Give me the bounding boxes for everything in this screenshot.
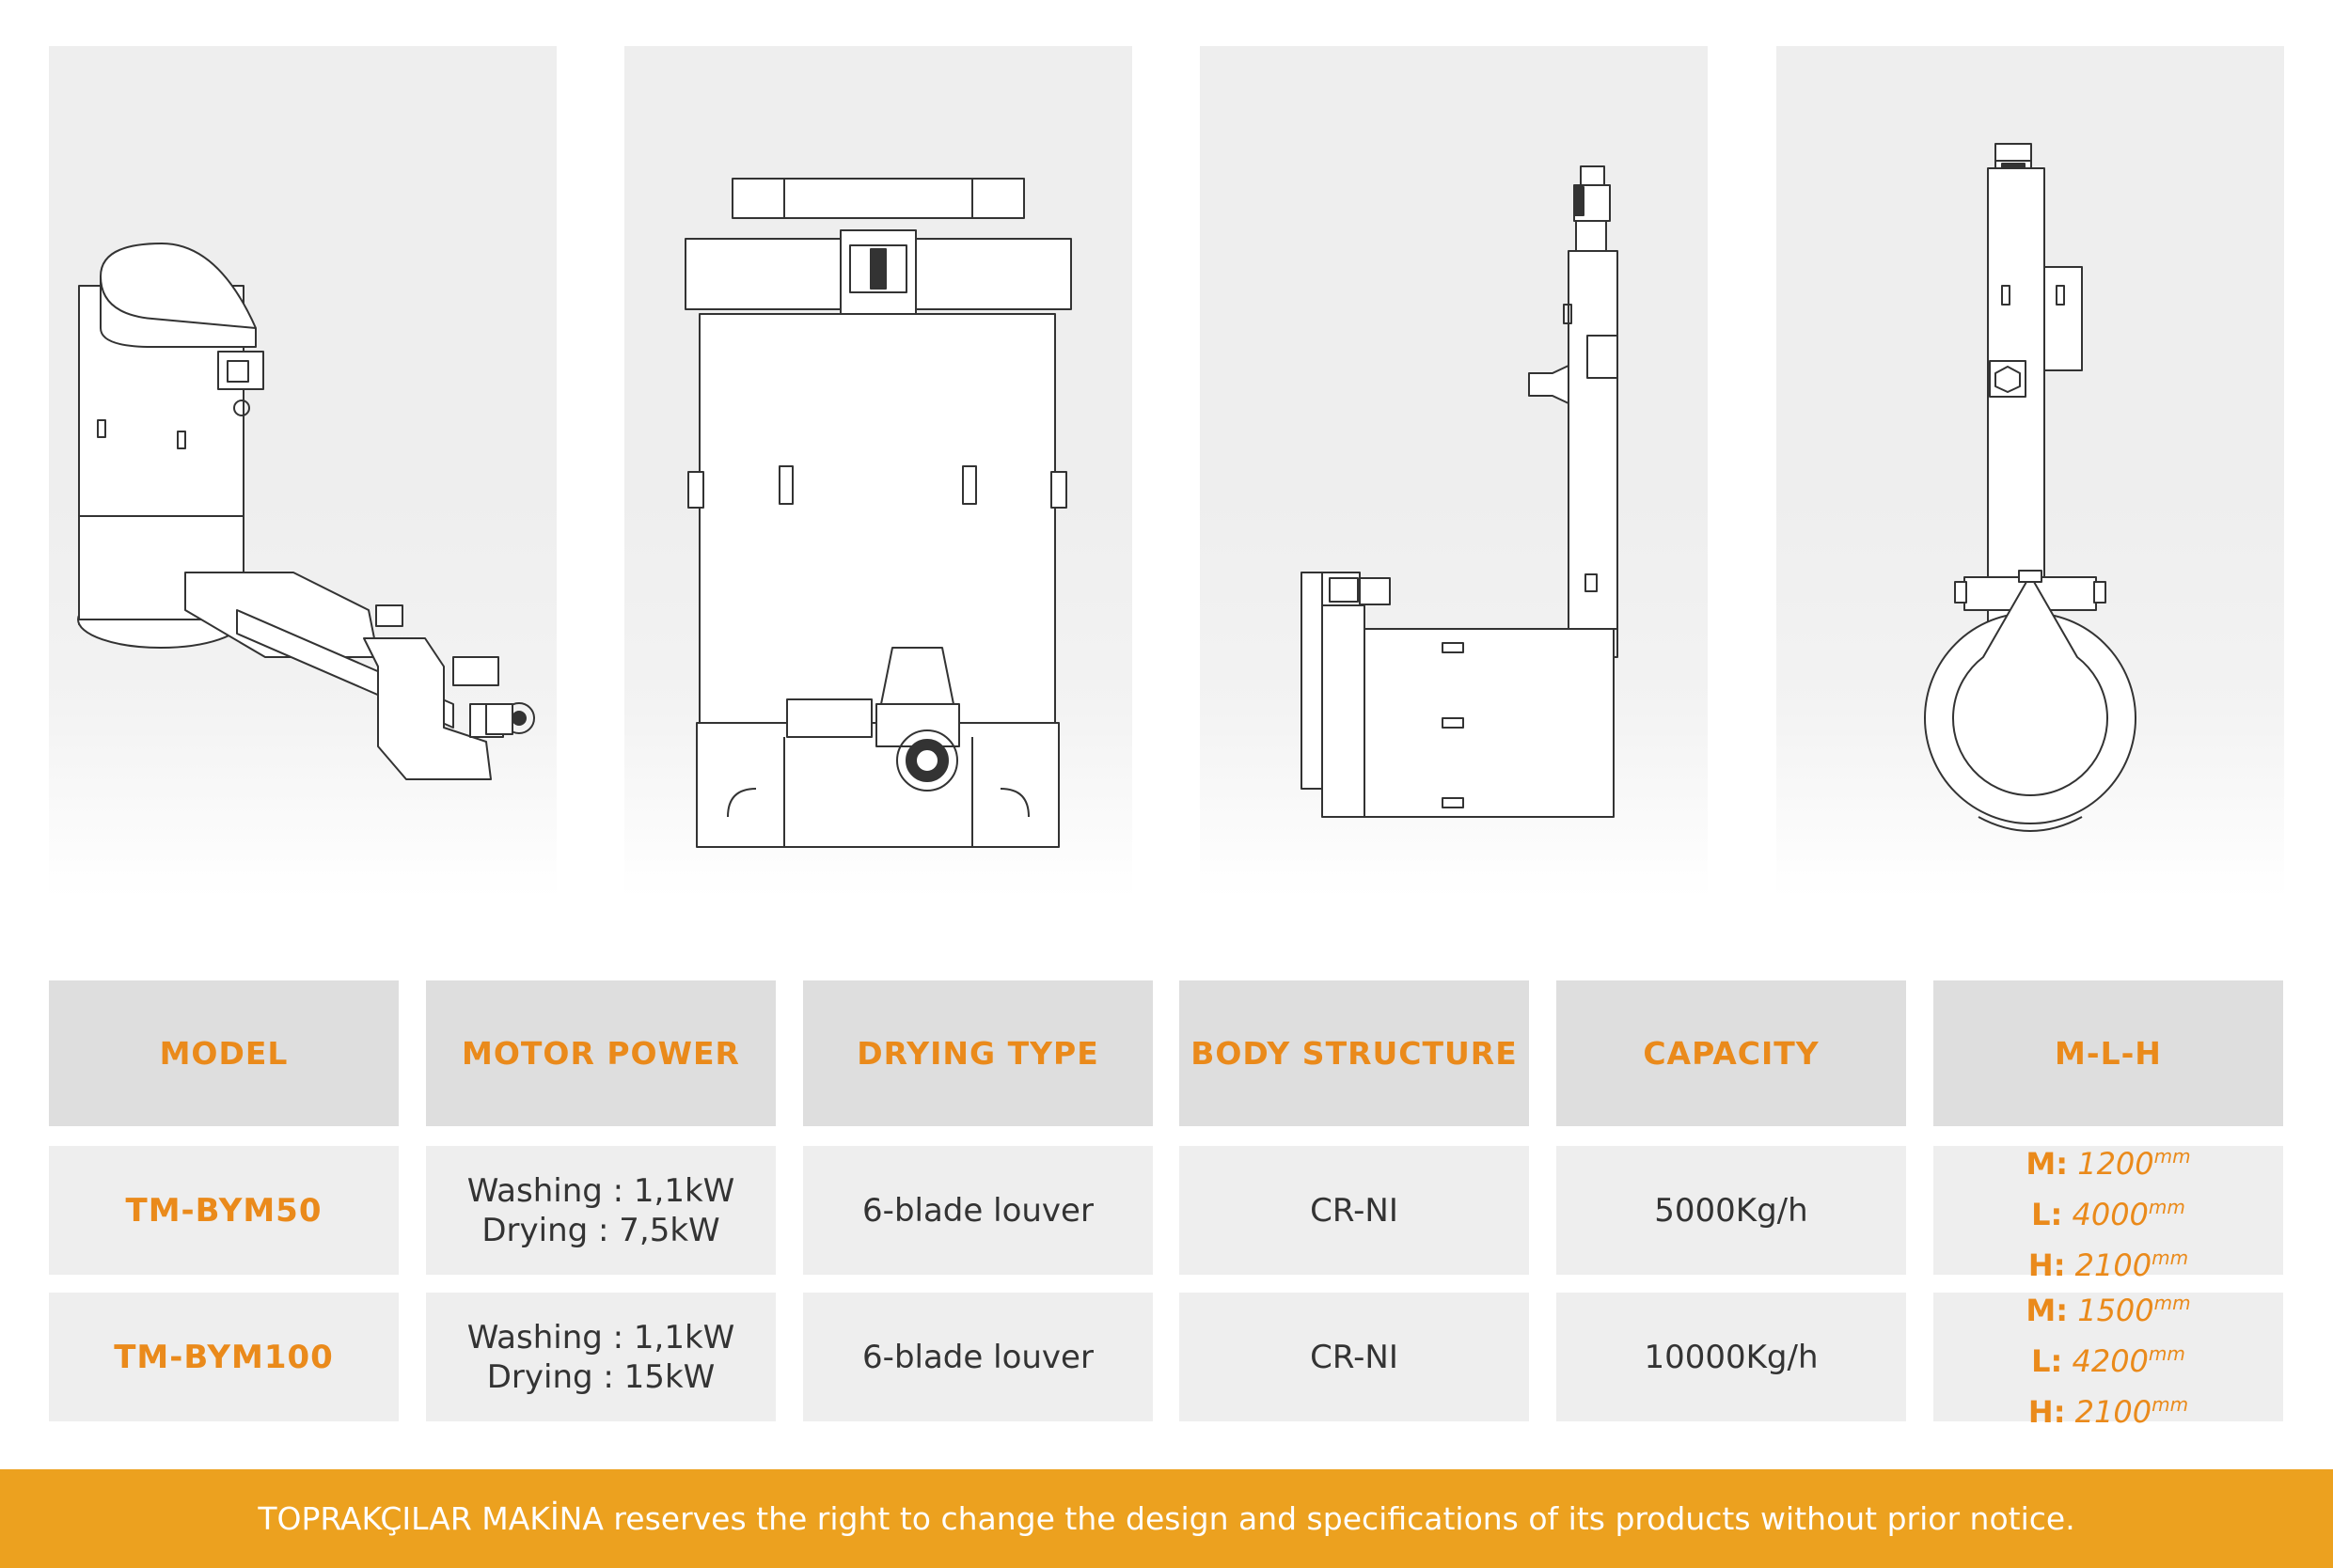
table-row-2-model: TM-BYM100 [49,1293,399,1421]
footer-notice-bar: TOPRAKÇILAR MAKİNA reserves the right to… [0,1469,2333,1568]
table-row-1-drying-type: 6-blade louver [803,1146,1153,1275]
header-model: MODEL [49,980,399,1126]
footer-notice-text: TOPRAKÇILAR MAKİNA reserves the right to… [258,1500,2075,1537]
table-row-2-capacity: 10000Kg/h [1556,1293,1906,1421]
table-row-2-motor-power: Washing : 1,1kW Drying : 15kW [426,1293,776,1421]
table-row-1-dimensions: M: 1200mm L: 4000mm H: 2100mm [1933,1145,2283,1283]
machine-side-drawing [1300,165,1618,818]
dimension-l: L: 4200mm [2031,1341,2185,1379]
dimension-h: H: 2100mm [2027,1392,2189,1430]
table-row-1-body-structure: CR-NI [1179,1146,1529,1275]
table-row-2-drying-type: 6-blade louver [803,1293,1153,1421]
dimension-l: L: 4000mm [2031,1195,2185,1232]
header-drying-type: DRYING TYPE [803,980,1153,1126]
machine-front-drawing [685,178,1072,848]
header-body-structure: BODY STRUCTURE [1179,980,1529,1126]
drawing-side-view [1200,46,1708,898]
drawing-front-view [624,46,1132,898]
header-dimensions: M-L-H [1933,980,2283,1126]
machine-top-drawing [1924,143,2136,832]
drawing-isometric-view [49,46,557,898]
table-row-2-dimensions: M: 1500mm L: 4200mm H: 2100mm [1933,1292,2283,1430]
dimension-m: M: 1200mm [2026,1144,2191,1182]
header-capacity: CAPACITY [1556,980,1906,1126]
drawing-top-view [1776,46,2284,898]
table-row-1-motor-power: Washing : 1,1kW Drying : 7,5kW [426,1146,776,1275]
dimension-h: H: 2100mm [2027,1246,2189,1283]
table-row-1-model: TM-BYM50 [49,1146,399,1275]
table-row-2-body-structure: CR-NI [1179,1293,1529,1421]
machine-isometric-drawing [77,243,535,780]
table-row-1-capacity: 5000Kg/h [1556,1146,1906,1275]
header-motor-power: MOTOR POWER [426,980,776,1126]
dimension-m: M: 1500mm [2026,1291,2191,1328]
